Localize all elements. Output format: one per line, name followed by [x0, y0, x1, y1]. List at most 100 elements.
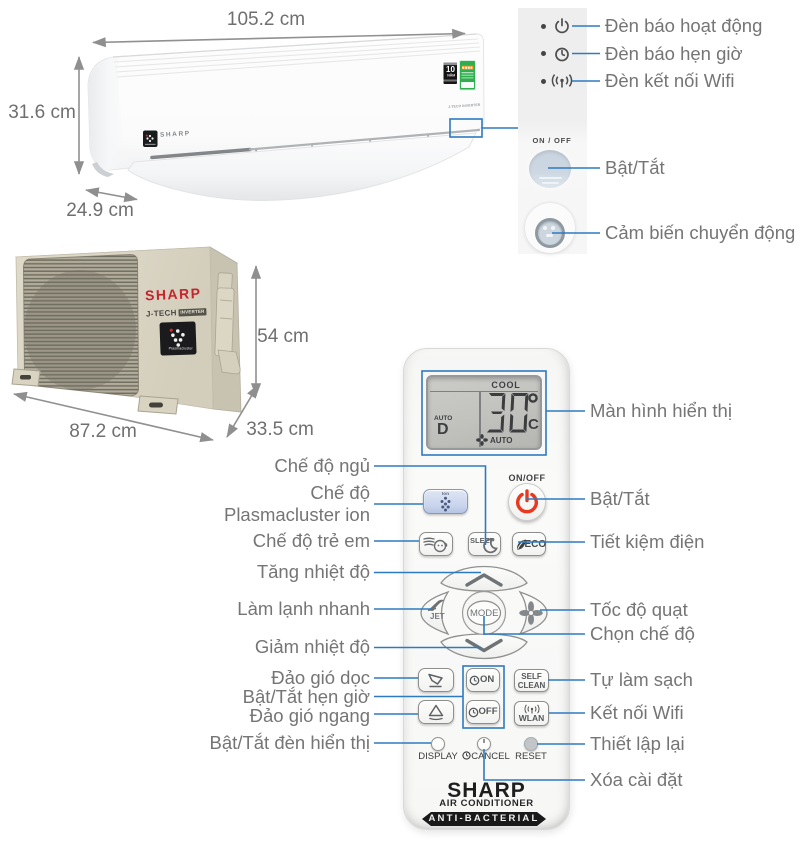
outdoor-width-label: 87.2 cm [69, 421, 137, 442]
outdoor-tech-inverter: INVERTER [178, 307, 207, 317]
indoor-energy-sticker [459, 60, 476, 91]
bullet-dot [541, 23, 546, 29]
outdoor-depth-label: 33.5 cm [246, 419, 314, 440]
remote-onoff-text: ON/OFF [508, 473, 546, 483]
sensor-highlight [551, 226, 555, 230]
remote-brand-subtitle: AIR CONDITIONER [439, 798, 534, 809]
reset-button-label: RESET [515, 751, 547, 762]
lcd-fan-auto: AUTO [490, 436, 513, 445]
indoor-flap [127, 132, 477, 202]
sensor-highlight [546, 234, 553, 237]
reset-button[interactable] [524, 737, 538, 751]
callout-operation-light: Đèn báo hoạt động [605, 15, 763, 36]
swing-horizontal-icon [428, 704, 444, 721]
lcd-fan-icon [476, 434, 488, 446]
callout-child-mode: Chế độ trẻ em [252, 530, 370, 551]
wlan-button[interactable] [514, 701, 549, 726]
child-mode-icon [423, 537, 448, 553]
timer-on-label: ON [480, 674, 495, 685]
indoor-plasmacluster-logo [143, 130, 158, 147]
callout-remote-power: Bật/Tắt [590, 488, 650, 509]
outdoor-dimension-arrows [13, 265, 262, 443]
callout-wifi-light: Đèn kết nối Wifi [605, 70, 735, 91]
lcd-temp-unit: C [528, 416, 539, 433]
swing-vertical-button[interactable] [418, 668, 454, 692]
indoor-left-cap [88, 56, 130, 170]
bullet-dot [541, 51, 546, 56]
power-button-stripe [539, 177, 562, 179]
eco-button[interactable] [512, 532, 546, 556]
remote-power-icon [516, 489, 538, 514]
lcd-auto-mode: D [437, 421, 449, 438]
outdoor-unit-image [11, 246, 262, 443]
sleep-moon-icon [483, 538, 498, 554]
indoor-warranty-unit: NĂM [447, 74, 456, 78]
timer-off-clock-icon [468, 707, 479, 717]
callout-mode-select: Chọn chế độ [590, 623, 695, 644]
callout-temp-down: Giảm nhiệt độ [254, 636, 370, 657]
callout-swing-vertical: Đảo gió dọc [271, 667, 370, 688]
indoor-warranty-years: 10 [446, 65, 455, 74]
callout-temp-up: Tăng nhiệt độ [256, 561, 370, 582]
outdoor-brackets [214, 272, 241, 375]
panel-onoff-text: ON / OFF [532, 136, 572, 145]
callout-cancel-clear: Xóa cài đặt [590, 769, 683, 790]
cancel-clock-icon [462, 751, 471, 760]
outdoor-tech-jtech: J-TECH [145, 308, 177, 319]
callout-wifi-connect: Kết nối Wifi [590, 702, 684, 723]
callout-motion-sensor: Cảm biến chuyển động [605, 222, 796, 243]
remote-lcd-display: COOL AUTO D C [426, 375, 542, 450]
outdoor-brand-logo: SHARP [144, 284, 202, 304]
display-button[interactable] [431, 737, 445, 751]
display-button-label: DISPLAY [418, 751, 458, 762]
indoor-dimension-arrows [73, 28, 466, 203]
cancel-button-mark [483, 738, 485, 743]
callout-plasmacluster-mode: Chế độ Plasmacluster ion [223, 482, 370, 525]
sensor-highlight [543, 226, 547, 230]
callout-swing-horizontal: Đảo gió ngang [249, 705, 370, 726]
eco-button-label: ECO [524, 538, 547, 550]
wifi-signal-icon [551, 74, 573, 88]
callout-self-clean: Tự làm sạch [590, 669, 693, 690]
mode-button-label: MODE [470, 608, 499, 619]
indoor-warranty-badge [443, 62, 457, 84]
ion-icon [440, 496, 451, 512]
outdoor-grille [22, 253, 140, 397]
wlan-label: WLAN [518, 713, 545, 723]
indoor-depth-label: 24.9 cm [66, 200, 134, 221]
jet-button[interactable] [420, 590, 450, 636]
wlan-antenna-icon [524, 703, 540, 714]
self-clean-label: SELF CLEAN [517, 671, 546, 690]
outdoor-plasma-label: Plasmacluster [168, 347, 193, 351]
callout-fan-speed: Tốc độ quạt [590, 599, 688, 620]
timer-icon [555, 47, 569, 62]
indoor-air-outlet [150, 147, 252, 160]
temp-down-button[interactable] [440, 633, 528, 660]
callout-sleep-mode: Chế độ ngủ [274, 455, 370, 476]
indoor-unit-image [73, 28, 485, 203]
power-button-stripe [542, 181, 559, 184]
outdoor-height-label: 54 cm [257, 326, 309, 347]
outdoor-plasmacluster-logo [159, 321, 197, 356]
callout-display-light: Bật/Tắt đèn hiển thị [209, 732, 370, 753]
callout-timer-onoff: Bật/Tắt hẹn giờ [242, 685, 370, 707]
callout-timer-light: Đèn báo hẹn giờ [605, 42, 743, 64]
anti-bacterial-badge: ANTI-BACTERIAL [422, 812, 546, 826]
remote-brand-logo: SHARP [447, 779, 526, 802]
temp-up-button[interactable] [440, 565, 528, 592]
callout-eco: Tiết kiệm điện [590, 531, 705, 552]
jet-button-label: JET [430, 612, 445, 621]
bullet-dot [541, 78, 546, 84]
callout-panel-power: Bật/Tắt [605, 157, 665, 178]
lcd-degree-symbol [528, 393, 538, 403]
lcd-mode-text: COOL [491, 380, 521, 390]
chevron-down-icon [465, 638, 503, 653]
chevron-up-icon [465, 573, 503, 587]
timer-off-label: OFF [478, 706, 498, 717]
indoor-width-label: 105.2 cm [226, 9, 306, 30]
callout-reset: Thiết lập lại [590, 733, 685, 754]
callout-jet-cool: Làm lạnh nhanh [237, 598, 370, 619]
callout-lcd-screen: Màn hình hiển thị [590, 400, 732, 421]
swing-vertical-icon [428, 673, 443, 688]
